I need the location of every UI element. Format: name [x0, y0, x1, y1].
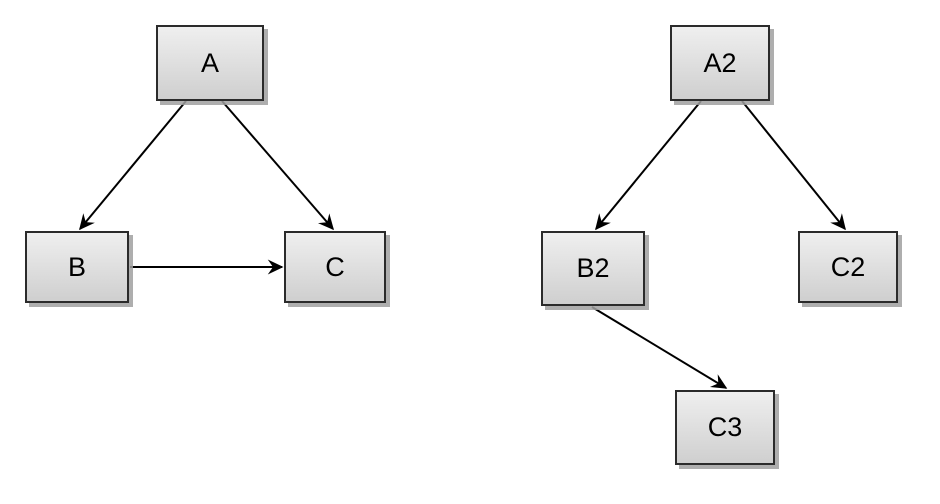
node-b[interactable]: B [25, 231, 129, 303]
edge-a2-to-c2 [741, 100, 846, 231]
node-c3[interactable]: C3 [675, 390, 775, 465]
node-c[interactable]: C [284, 231, 386, 303]
node-label: A [200, 47, 219, 78]
edge-b2-to-c3 [591, 306, 728, 389]
node-label: B [67, 251, 86, 282]
edge-a-to-c [221, 100, 334, 231]
node-label: A2 [703, 47, 737, 78]
node-label: B2 [576, 253, 610, 283]
edge-a2-to-b2 [595, 100, 702, 231]
node-label: C [325, 251, 345, 282]
node-b2[interactable]: B2 [541, 231, 645, 306]
node-a[interactable]: A [156, 25, 264, 101]
node-label: C2 [830, 251, 866, 282]
node-c2[interactable]: C2 [798, 231, 898, 303]
edge-a-to-b [79, 100, 187, 231]
node-a2[interactable]: A2 [670, 25, 770, 101]
node-label: C3 [707, 412, 743, 442]
